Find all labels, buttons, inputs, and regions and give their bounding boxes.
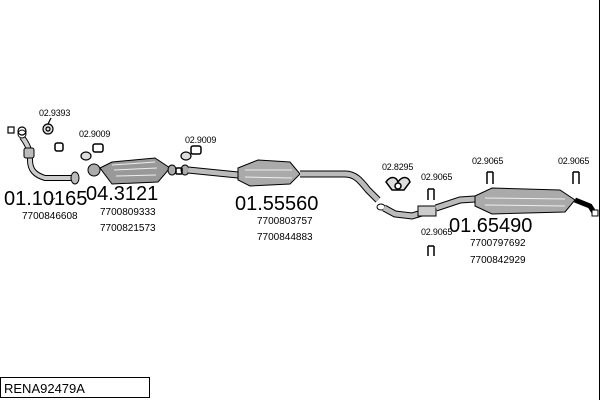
middle-silencer — [180, 159, 381, 203]
hangers — [54, 142, 580, 256]
part-number: 01.65490 — [449, 215, 533, 237]
diagram-code: RENA92479A — [4, 381, 85, 396]
gasket-rings — [7, 117, 192, 161]
diagram-code-box: RENA92479A — [0, 377, 150, 398]
fitting-label: 02.9065 — [421, 227, 453, 237]
fitting-label: 02.9009 — [185, 135, 217, 145]
part-number: 01.55560 — [235, 193, 319, 215]
fitting-label: 02.9065 — [558, 156, 590, 166]
fitting-label: 02.9009 — [79, 129, 111, 139]
fitting-label: 02.9065 — [472, 156, 504, 166]
oe-number: 7700803757 — [257, 216, 313, 227]
oe-number: 7700821573 — [100, 223, 156, 234]
part-number: 01.10165 — [4, 188, 88, 210]
oe-number: 7700809333 — [100, 207, 156, 218]
oe-number: 7700842929 — [470, 255, 526, 266]
catalytic-converter — [87, 157, 177, 185]
oe-number: 7700844883 — [257, 232, 313, 243]
part-number: 04.3121 — [86, 183, 159, 205]
oe-number: 7700846608 — [22, 211, 78, 222]
fitting-label: 02.9065 — [421, 172, 453, 182]
leader-lines — [47, 117, 56, 203]
front-pipe — [17, 129, 80, 185]
oe-number: 7700797692 — [470, 238, 526, 249]
fitting-label: 02.8295 — [382, 162, 414, 172]
rear-silencer — [376, 187, 599, 220]
fitting-label: 02.9393 — [39, 108, 71, 118]
